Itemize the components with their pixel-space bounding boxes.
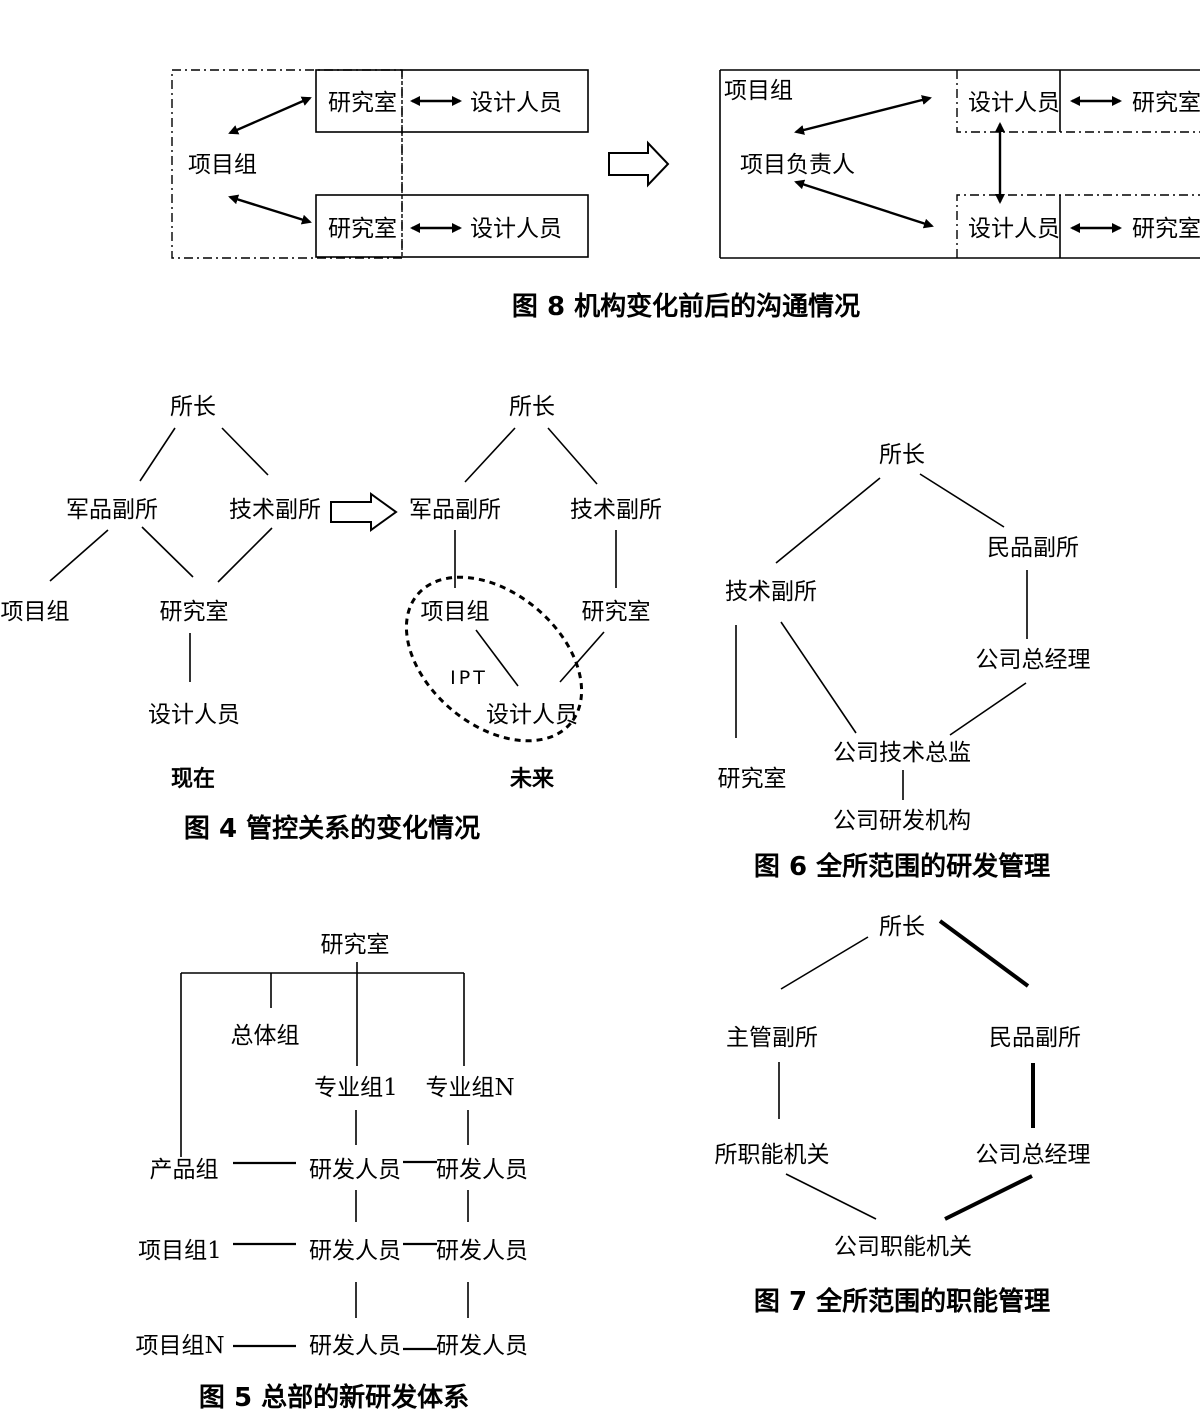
- fig4-now-edge-dir-mil: [139, 427, 176, 482]
- fig4-future-ipt: IPT: [450, 667, 488, 689]
- fig7-company-functional: 公司职能机关: [834, 1234, 972, 1260]
- fig4-future-label: 未来: [510, 767, 555, 792]
- fig8-after-lab-top: 研究室: [1132, 90, 1200, 116]
- fig8-caption: 图 8 机构变化前后的沟通情况: [512, 291, 860, 322]
- fig7-edge-gm-company: [944, 1174, 1033, 1221]
- fig8-after-project-lead: 项目负责人: [740, 152, 855, 178]
- fig4-transition-arrow-icon: [330, 492, 398, 532]
- fig8-before-arrow-down: [228, 194, 312, 225]
- fig5-rd-staff-1a: 研发人员: [309, 1157, 401, 1183]
- fig4-future-edge-dir-mil: [464, 427, 516, 483]
- fig8-after-designer-top: 设计人员: [968, 90, 1060, 116]
- fig4-now-edge-mil-proj: [49, 529, 109, 582]
- fig7-caption: 图 7 全所范围的职能管理: [754, 1286, 1050, 1317]
- fig6-edge-dir-civil: [919, 473, 1005, 528]
- fig8-after-project-group: 项目组: [724, 78, 793, 104]
- fig4-future-director: 所长: [509, 394, 555, 420]
- fig8-before-designer-bottom: 设计人员: [470, 216, 562, 242]
- fig8-after-lab-bottom: 研究室: [1132, 216, 1200, 242]
- fig4-future-edge-proj-designer: [475, 629, 519, 687]
- fig4-future-military-vp: 军品副所: [409, 497, 501, 523]
- fig7-edge-functional-company: [785, 1173, 877, 1220]
- fig8-before-box-top: [315, 69, 589, 133]
- fig5: 研究室 总体组 专业组1 专业组N 产品组 项目组1 项目组N 研发人员 研发人…: [135, 932, 528, 1359]
- fig7-supervising-vp: 主管副所: [726, 1025, 818, 1051]
- fig8-before-project-group: 项目组: [188, 152, 257, 178]
- fig6-caption: 图 6 全所范围的研发管理: [754, 851, 1050, 882]
- fig6-gm: 公司总经理: [976, 647, 1091, 673]
- fig6-tech-vp: 技术副所: [725, 579, 817, 605]
- fig5-project-1: 项目组1: [138, 1238, 222, 1264]
- fig4-future-edge-dir-tech: [547, 427, 598, 485]
- fig4-future-edge-lab-designer: [559, 631, 605, 683]
- fig4-caption: 图 4 管控关系的变化情况: [184, 813, 480, 844]
- fig4-now-label: 现在: [171, 766, 215, 792]
- fig8-before-arrow-up: [228, 96, 312, 135]
- fig7-gm: 公司总经理: [976, 1142, 1091, 1168]
- fig6-director: 所长: [879, 442, 925, 468]
- fig5-rd-staff-2a: 研发人员: [309, 1238, 401, 1264]
- fig8-before-lab-bottom: 研究室: [328, 216, 397, 242]
- fig6-cto: 公司技术总监: [833, 740, 971, 766]
- fig4-now-lab: 研究室: [160, 599, 229, 625]
- fig7-functional-dept: 所职能机关: [715, 1142, 830, 1168]
- fig4-now-edge-dir-tech: [221, 427, 269, 476]
- fig4-now-edge-tech-lab: [217, 527, 273, 583]
- fig4-now-edge-mil-lab: [141, 526, 194, 578]
- fig8-before-dashed-frame: [171, 69, 403, 259]
- fig8-after-arrow-up: [794, 95, 932, 135]
- fig8-after-bottom-dashed-cell: [956, 194, 1200, 258]
- fig8-after-top-dashed-cell: [956, 70, 1200, 133]
- fig6-edge-gm-cto: [949, 682, 1027, 736]
- fig4-future-tech-vp: 技术副所: [570, 497, 662, 523]
- fig5-caption: 图 5 总部的新研发体系: [199, 1382, 469, 1413]
- fig4-now: 所长 军品副所 技术副所 项目组 研究室 设计人员 现在: [1, 394, 322, 792]
- fig5-rd-staff-3b: 研发人员: [436, 1333, 528, 1359]
- fig6-civil-vp: 民品副所: [987, 535, 1079, 561]
- fig7-edge-dir-supervising: [780, 936, 869, 990]
- fig5-specialty-1: 专业组1: [314, 1075, 398, 1101]
- fig4-now-designer: 设计人员: [148, 702, 240, 728]
- fig7-edge-dir-civil: [938, 919, 1030, 988]
- fig6-edge-dir-tech: [775, 477, 881, 564]
- fig7-director: 所长: [879, 914, 925, 940]
- fig4-now-director: 所长: [170, 394, 216, 420]
- fig5-general-group: 总体组: [231, 1023, 300, 1049]
- fig5-specialty-n: 专业组N: [425, 1075, 514, 1101]
- fig8-transition-arrow-icon: [608, 140, 670, 188]
- fig5-rd-staff-2b: 研发人员: [436, 1238, 528, 1264]
- fig6-rd-org: 公司研发机构: [833, 808, 971, 834]
- fig7-civil-vp: 民品副所: [989, 1025, 1081, 1051]
- fig4-future-lab: 研究室: [582, 599, 651, 625]
- fig4-future: 所长 军品副所 技术副所 项目组 研究室 IPT 设计人员 未来: [404, 394, 662, 792]
- fig8-before: 项目组 研究室 设计人员 研究室 设计人员: [171, 69, 589, 259]
- fig7: 所长 主管副所 民品副所 所职能机关 公司总经理 公司职能机关: [715, 914, 1091, 1260]
- fig5-rd-staff-3a: 研发人员: [309, 1333, 401, 1359]
- fig8-after-designer-bottom: 设计人员: [968, 216, 1060, 242]
- fig4-future-project-group: 项目组: [421, 599, 490, 625]
- fig8-after: 项目组 项目负责人 设计人员 研究室 设计人员 研究室: [719, 69, 1200, 259]
- fig5-product-group: 产品组: [150, 1157, 219, 1183]
- fig4-now-military-vp: 军品副所: [66, 497, 158, 523]
- fig4-future-designer: 设计人员: [486, 702, 578, 728]
- fig5-project-n: 项目组N: [135, 1333, 224, 1359]
- fig5-lab: 研究室: [321, 932, 390, 958]
- fig6: 所长 民品副所 技术副所 公司总经理 研究室 公司技术总监 公司研发机构: [718, 442, 1091, 834]
- fig5-rd-staff-1b: 研发人员: [436, 1157, 528, 1183]
- fig6-edge-tech-cto: [780, 621, 857, 734]
- fig6-lab: 研究室: [718, 766, 787, 792]
- fig4-now-project-group: 项目组: [1, 599, 70, 625]
- fig8-before-lab-top: 研究室: [328, 90, 397, 116]
- fig8-after-arrow-down: [794, 179, 934, 229]
- fig4-ipt-dashed-ellipse: [404, 575, 584, 743]
- fig8-before-designer-top: 设计人员: [470, 90, 562, 116]
- fig8-before-box-bottom: [315, 194, 589, 258]
- fig4-now-tech-vp: 技术副所: [229, 497, 321, 523]
